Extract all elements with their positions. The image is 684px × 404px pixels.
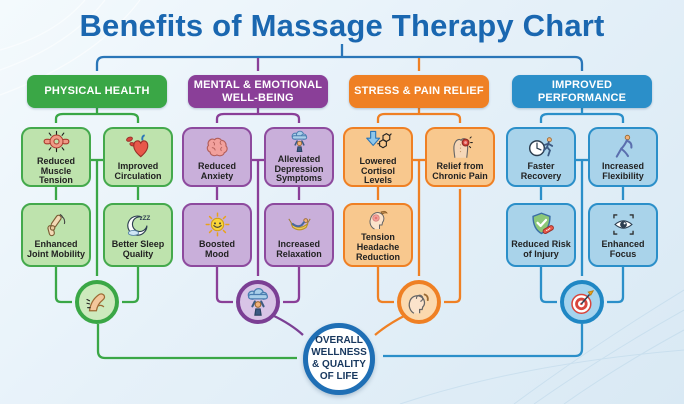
- back-pain-icon: [447, 133, 474, 160]
- summary-circle-stress: [397, 280, 441, 324]
- benefit-card-lowered-cortisol: Lowered Cortisol Levels: [343, 127, 413, 187]
- benefit-label: Alleviated Depression Symptoms: [274, 153, 324, 184]
- summary-circle-mental: [236, 280, 280, 324]
- benefit-card-reduced-anxiety: Reduced Anxiety: [182, 127, 252, 187]
- summary-circle-performance: [560, 280, 604, 324]
- benefit-card-chronic-pain-relief: Relief from Chronic Pain: [425, 127, 495, 187]
- benefit-card-reduced-risk-of-injury: Reduced Risk of Injury: [506, 203, 576, 267]
- page-title: Benefits of Massage Therapy Chart: [79, 8, 605, 43]
- benefit-card-increased-relaxation: Increased Relaxation: [264, 203, 334, 267]
- benefit-label: Faster Recovery: [520, 160, 562, 181]
- overall-wellness-circle: OVERALL WELLNESS & QUALITY OF LIFE: [303, 323, 375, 395]
- benefit-label: Increased Flexibility: [601, 160, 645, 181]
- stretch-figure-icon: [610, 133, 637, 160]
- summary-circle-physical: [75, 280, 119, 324]
- column-header-physical-health: PHYSICAL HEALTH: [27, 75, 167, 108]
- benefit-label: Reduced Anxiety: [197, 160, 236, 181]
- clock-runner-icon: [528, 133, 555, 160]
- cloud-person-icon: [288, 130, 311, 153]
- leg-massage-icon: [82, 287, 112, 317]
- benefit-label: Lowered Cortisol Levels: [359, 155, 397, 186]
- column-header-mental-emotional: MENTAL & EMOTIONAL WELL-BEING: [188, 75, 328, 108]
- cortisol-arrow-molecule-icon: [365, 128, 392, 155]
- zzz-label: zZZ: [139, 215, 150, 222]
- benefit-card-boosted-mood: Boosted Mood: [182, 203, 252, 267]
- benefit-label: Relief from Chronic Pain: [432, 160, 488, 181]
- benefit-label: Reduced Risk of Injury: [511, 238, 571, 259]
- benefit-label: Improved Circulation: [114, 160, 162, 181]
- benefit-card-enhanced-focus: Enhanced Focus: [588, 203, 658, 267]
- sun-smiley-icon: [204, 211, 231, 238]
- benefit-card-increased-flexibility: Increased Flexibility: [588, 127, 658, 187]
- benefit-label: Boosted Mood: [199, 238, 235, 259]
- hammock-icon: [286, 211, 313, 238]
- benefit-card-tension-headache-reduction: Tension Headache Reduction: [343, 203, 413, 267]
- overall-wellness-label: OVERALL WELLNESS & QUALITY OF LIFE: [311, 335, 367, 382]
- benefit-label: Increased Relaxation: [276, 238, 322, 259]
- benefit-label: Reduced Muscle Tension: [36, 155, 75, 186]
- shield-check-icon: [528, 211, 555, 238]
- brain-icon: [204, 133, 231, 160]
- head-massage-icon: [404, 287, 434, 317]
- benefit-card-improved-circulation: Improved Circulation: [103, 127, 173, 187]
- benefit-card-reduced-muscle-tension: Reduced Muscle Tension: [21, 127, 91, 187]
- focus-eye-icon: [610, 211, 637, 238]
- cloud-person-icon: [243, 287, 273, 317]
- benefit-label: Enhanced Focus: [601, 238, 645, 259]
- benefit-card-better-sleep-quality: zZZ Better Sleep Quality: [103, 203, 173, 267]
- column-header-improved-performance: IMPROVED PERFORMANCE: [512, 75, 652, 108]
- benefit-label: Tension Headache Reduction: [356, 232, 400, 262]
- heart-circulation-icon: [125, 133, 152, 160]
- benefit-card-faster-recovery: Faster Recovery: [506, 127, 576, 187]
- target-dart-icon: [567, 287, 597, 317]
- muscle-knot-icon: [43, 128, 70, 155]
- benefit-label: Better Sleep Quality: [111, 238, 165, 259]
- column-header-stress-pain: STRESS & PAIN RELIEF: [349, 75, 489, 108]
- joint-mobility-icon: [43, 211, 70, 238]
- benefit-card-enhanced-joint-mobility: Enhanced Joint Mobility: [21, 203, 91, 267]
- benefit-label: Enhanced Joint Mobility: [27, 238, 85, 259]
- benefit-card-alleviated-depression: Alleviated Depression Symptoms: [264, 127, 334, 187]
- headache-icon: [366, 207, 390, 231]
- moon-sleep-icon: zZZ: [126, 215, 150, 236]
